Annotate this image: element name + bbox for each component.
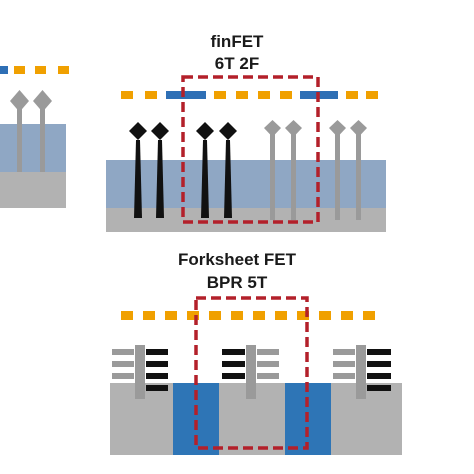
nanosheet-stack	[333, 345, 391, 399]
dummy-fin	[264, 120, 281, 220]
track	[297, 311, 309, 320]
track	[366, 91, 378, 99]
track	[165, 311, 177, 320]
oxide-layer	[106, 160, 386, 208]
track	[35, 66, 46, 74]
forksheet-cell	[110, 296, 402, 455]
track	[280, 91, 292, 99]
nanosheet-stack	[112, 345, 168, 399]
track	[14, 66, 25, 74]
forksheet-title: Forksheet FET	[177, 250, 297, 269]
oxide-layer	[0, 124, 66, 172]
finfet-cell	[106, 75, 386, 232]
dummy-fin	[350, 120, 367, 220]
metal-tracks	[121, 91, 378, 99]
track	[187, 311, 199, 320]
power-rail	[0, 66, 8, 74]
finfet-title: finFET	[210, 32, 264, 51]
metal-tracks	[121, 311, 375, 320]
track	[363, 311, 375, 320]
cell-boundary-box	[194, 296, 309, 450]
active-fin	[219, 122, 237, 218]
track	[143, 311, 155, 320]
track	[275, 311, 287, 320]
track	[121, 91, 133, 99]
dummy-fin	[329, 120, 346, 220]
active-fin	[196, 122, 214, 218]
dummy-fin	[33, 90, 52, 172]
metal-tracks	[0, 66, 69, 74]
track	[341, 311, 353, 320]
finfet-neighbor-cell	[0, 66, 69, 208]
power-rail	[166, 91, 206, 99]
track	[209, 311, 221, 320]
track	[236, 91, 248, 99]
dummy-fin	[285, 120, 302, 220]
finfet-subtitle: 6T 2F	[214, 54, 260, 73]
track	[58, 66, 69, 74]
track	[145, 91, 157, 99]
active-fin	[151, 122, 169, 218]
substrate	[0, 172, 66, 208]
dummy-fin	[10, 90, 29, 172]
nanosheet-stack	[222, 345, 279, 399]
track	[231, 311, 243, 320]
track	[253, 311, 265, 320]
forksheet-subtitle: BPR 5T	[206, 273, 268, 292]
track	[319, 311, 331, 320]
substrate	[106, 208, 386, 232]
track	[214, 91, 226, 99]
active-fin	[129, 122, 147, 218]
cell-boundary-box	[181, 75, 320, 224]
track	[258, 91, 270, 99]
track	[121, 311, 133, 320]
track	[346, 91, 358, 99]
